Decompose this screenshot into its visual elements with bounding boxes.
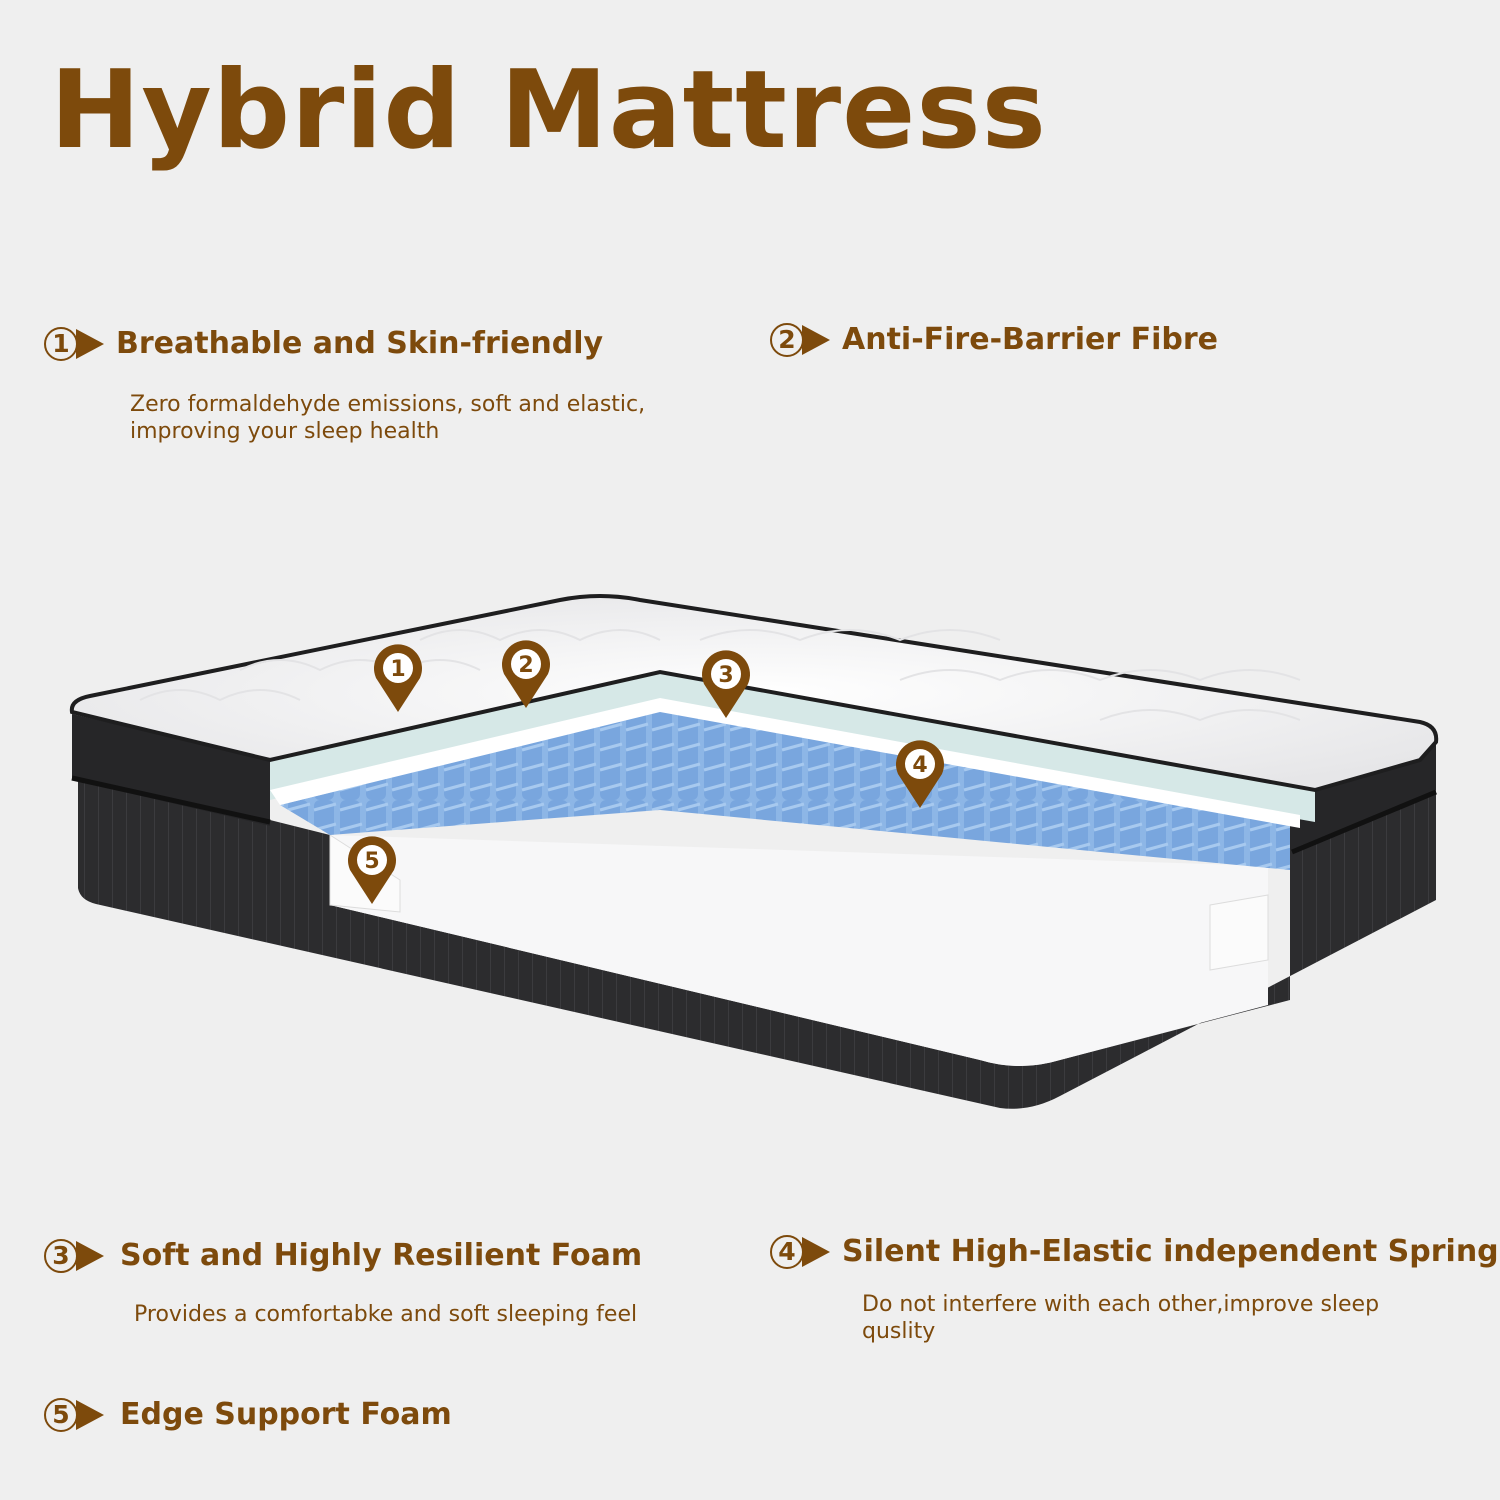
pin-marker-5: 5 [348, 836, 396, 904]
feature-title: Anti-Fire-Barrier Fibre [842, 322, 1218, 357]
feature-title: Breathable and Skin-friendly [116, 326, 604, 361]
arrow-icon [802, 324, 830, 355]
arrow-icon [76, 1399, 104, 1430]
arrow-icon [76, 328, 104, 359]
pin-marker-4: 4 [896, 740, 944, 808]
arrow-icon [76, 1240, 104, 1271]
spring-wall-left [280, 710, 660, 835]
feature-description: Zero formaldehyde emissions, soft and el… [130, 392, 646, 444]
feature-description: Do not interfere with each other,improve… [862, 1292, 1380, 1344]
quilted-top [69, 594, 1439, 793]
pin-number: 4 [912, 753, 927, 778]
feature-title: Soft and Highly Resilient Foam [120, 1238, 643, 1273]
pin-number: 5 [364, 849, 379, 874]
pin-marker-3: 3 [702, 650, 750, 718]
arrow-icon [802, 1236, 830, 1267]
spring-wall-right [660, 710, 1290, 870]
pin-marker-1: 1 [374, 644, 422, 712]
pin-number: 1 [390, 657, 405, 682]
feature-description: Provides a comfortabke and soft sleeping… [134, 1302, 638, 1327]
feature-5: 5 Edge Support Foam [44, 1397, 452, 1432]
pin-number: 3 [718, 663, 733, 688]
feature-3: 3 Soft and Highly Resilient Foam Provide… [44, 1238, 642, 1328]
feature-title: Edge Support Foam [120, 1397, 452, 1432]
page-title: Hybrid Mattress [50, 48, 1047, 173]
feature-title: Silent High-Elastic independent Spring [842, 1234, 1499, 1269]
feature-2: 2 Anti-Fire-Barrier Fibre [770, 322, 1218, 357]
pin-marker-2: 2 [502, 640, 550, 708]
pin-number: 2 [518, 653, 533, 678]
feature-1: 1 Breathable and Skin-friendly Zero form… [44, 326, 645, 445]
feature-4: 4 Silent High-Elastic independent Spring… [770, 1234, 1499, 1345]
